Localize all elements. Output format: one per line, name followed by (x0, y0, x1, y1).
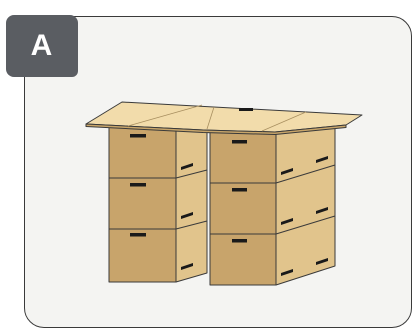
handle-icon (130, 183, 146, 187)
handle-icon (232, 140, 247, 144)
handle-icon (130, 134, 146, 138)
handle-icon (232, 239, 247, 243)
left-box-stack (109, 118, 207, 282)
handle-icon (232, 188, 247, 192)
right-box-stack (210, 114, 335, 285)
handle-icon (239, 108, 253, 111)
handle-icon (130, 233, 146, 237)
